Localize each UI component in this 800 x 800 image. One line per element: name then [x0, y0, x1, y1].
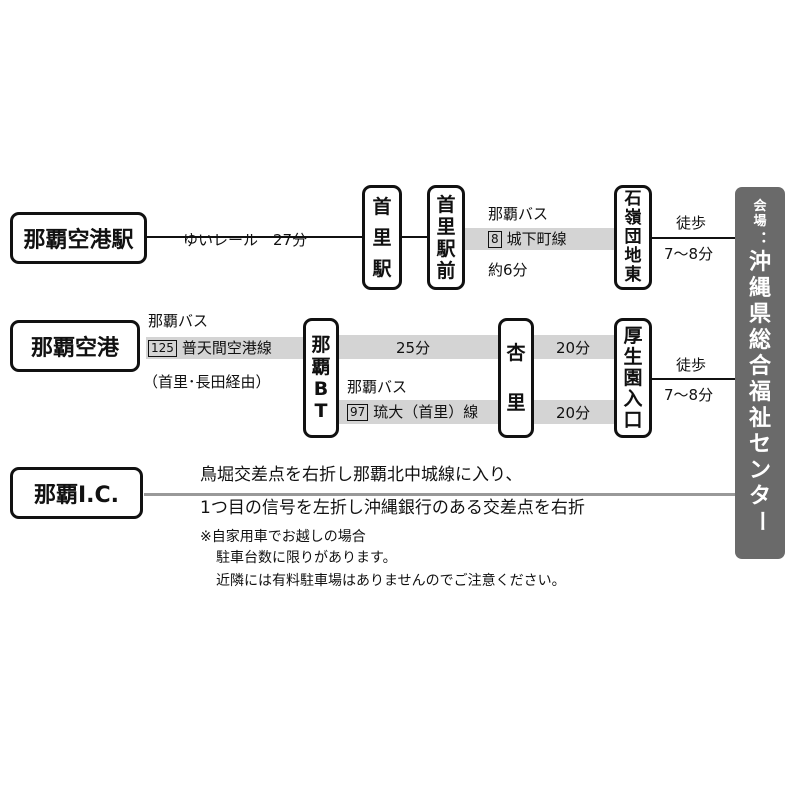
- station-naha-bt-char-1: 覇: [311, 356, 331, 378]
- bus-band-airport-bt: [146, 337, 306, 359]
- venue-name-char-4: 合: [748, 354, 771, 379]
- venue-label-char-0: 会: [753, 199, 767, 214]
- walk-time-row2: 7〜8分: [664, 386, 714, 404]
- station-naha-bt-char-0: 那: [311, 334, 331, 356]
- walk-time-row1: 7〜8分: [664, 245, 714, 263]
- station-kouseien-char-2: 園: [623, 366, 643, 389]
- station-kouseien-char-4: 口: [623, 408, 643, 431]
- venue-name-char-10: ー: [748, 510, 773, 532]
- note-line3: 近隣には有料駐車場はありませんのでご注意ください。: [216, 573, 566, 589]
- venue-label-char-1: 場: [753, 214, 767, 229]
- station-shuri-char-1: 里: [372, 226, 392, 249]
- station-naha-bt-char-2: B: [313, 378, 329, 400]
- bus-route-number-97: 97: [347, 404, 369, 421]
- monorail-label: ゆいレール 27分: [183, 231, 308, 249]
- bus-route-name-row2: 普天間空港線: [181, 339, 272, 357]
- station-shuri-ekimae-char-1: 里: [436, 215, 456, 238]
- bus-via-row2: （首里･長田経由）: [143, 373, 271, 391]
- origin-naha-ic: 那覇I.C.: [10, 467, 143, 519]
- connector-shuri-ekimae: [400, 236, 430, 238]
- venue-name-char-2: 県: [748, 302, 771, 327]
- note-line2: 駐車台数に限りがあります。: [216, 550, 397, 566]
- monorail-line: [146, 236, 364, 238]
- note-line1: ※自家用車でお越しの場合: [200, 529, 366, 545]
- origin-naha-airport: 那覇空港: [10, 320, 140, 372]
- station-shuri-char-2: 駅: [372, 257, 392, 280]
- station-ishimine-char-1: 嶺: [624, 208, 642, 228]
- station-kouseien-char-3: 入: [623, 387, 643, 410]
- station-kyozato: 杏 里: [498, 318, 534, 438]
- station-kouseien-char-1: 生: [623, 345, 643, 368]
- station-naha-bt-char-3: T: [314, 400, 328, 422]
- time-kyozato-kouseien-2: 20分: [556, 404, 591, 422]
- origin-naha-airport-station-label: 那覇空港駅: [23, 228, 134, 253]
- station-ishimine-char-3: 地: [624, 246, 642, 266]
- walk-line-row1: [650, 237, 738, 239]
- bus-label-row1: 那覇バス: [488, 205, 549, 223]
- origin-naha-ic-label: 那覇I.C.: [33, 483, 120, 508]
- venue-name-char-0: 沖: [748, 250, 771, 275]
- origin-naha-airport-label: 那覇空港: [30, 336, 119, 361]
- time-bt-kyozato: 25分: [396, 339, 431, 357]
- station-ishimine-char-4: 東: [624, 265, 642, 285]
- station-shuri: 首 里 駅: [362, 185, 402, 290]
- station-ishimine-char-0: 石: [624, 189, 642, 209]
- bus-band-kyozato-kouseien-2: [530, 400, 616, 424]
- station-shuri-ekimae-char-3: 前: [436, 259, 456, 282]
- station-ishimine-char-2: 団: [624, 227, 642, 247]
- venue-name-char-5: 福: [748, 380, 771, 405]
- station-shuri-ekimae-char-0: 首: [436, 193, 456, 216]
- venue-colon-char: ：: [751, 231, 769, 246]
- venue-name-char-9: タ: [748, 484, 771, 509]
- bus-band-kyozato-kouseien-1: [530, 335, 616, 359]
- time-kyozato-kouseien-1: 20分: [556, 339, 591, 357]
- bus-route-name-row1: 城下町線: [506, 230, 567, 248]
- station-shuri-ekimae-char-2: 駅: [436, 237, 456, 260]
- venue-name-char-3: 総: [748, 328, 771, 353]
- station-shuri-ekimae: 首 里 駅 前: [427, 185, 465, 290]
- bus-label-row2: 那覇バス: [148, 312, 209, 330]
- station-shuri-char-0: 首: [372, 195, 392, 218]
- bus-route-number-125: 125: [148, 340, 177, 357]
- bus2-label-row2: 那覇バス: [347, 378, 408, 396]
- venue-name-char-7: セ: [748, 432, 771, 457]
- car-directions-line2: 1つ目の信号を左折し沖縄銀行のある交差点を右折: [200, 498, 585, 518]
- bus-time-row1: 約6分: [488, 261, 528, 279]
- bus-band-bt-kyozato: [336, 335, 502, 359]
- station-kyozato-char-1: 里: [506, 392, 526, 414]
- station-kouseien-iriguchi: 厚 生 園 入 口: [614, 318, 652, 438]
- venue-banner: 会 場 ： 沖 縄 県 総 合 福 祉 セ ン タ ー: [735, 187, 785, 559]
- venue-name-char-1: 縄: [748, 276, 771, 301]
- walk-label-row1: 徒歩: [676, 214, 707, 232]
- station-ishimine-danchi-higashi: 石 嶺 団 地 東: [614, 185, 652, 290]
- walk-line-row2: [650, 378, 738, 380]
- venue-name-char-8: ン: [748, 458, 771, 483]
- bus2-route-name-row2: 琉大（首里）線: [373, 403, 479, 421]
- car-route-line: [144, 493, 738, 496]
- origin-naha-airport-station: 那覇空港駅: [10, 212, 147, 264]
- bus-route-number-8: 8: [488, 231, 502, 248]
- station-kouseien-char-0: 厚: [623, 324, 643, 347]
- station-naha-bt: 那 覇 B T: [303, 318, 339, 438]
- walk-label-row2: 徒歩: [676, 356, 707, 374]
- venue-name-char-6: 祉: [748, 406, 771, 431]
- station-kyozato-char-0: 杏: [506, 342, 526, 364]
- venue-colon: ：: [751, 231, 769, 246]
- car-directions-line1: 鳥堀交差点を右折し那覇北中城線に入り、: [200, 465, 523, 485]
